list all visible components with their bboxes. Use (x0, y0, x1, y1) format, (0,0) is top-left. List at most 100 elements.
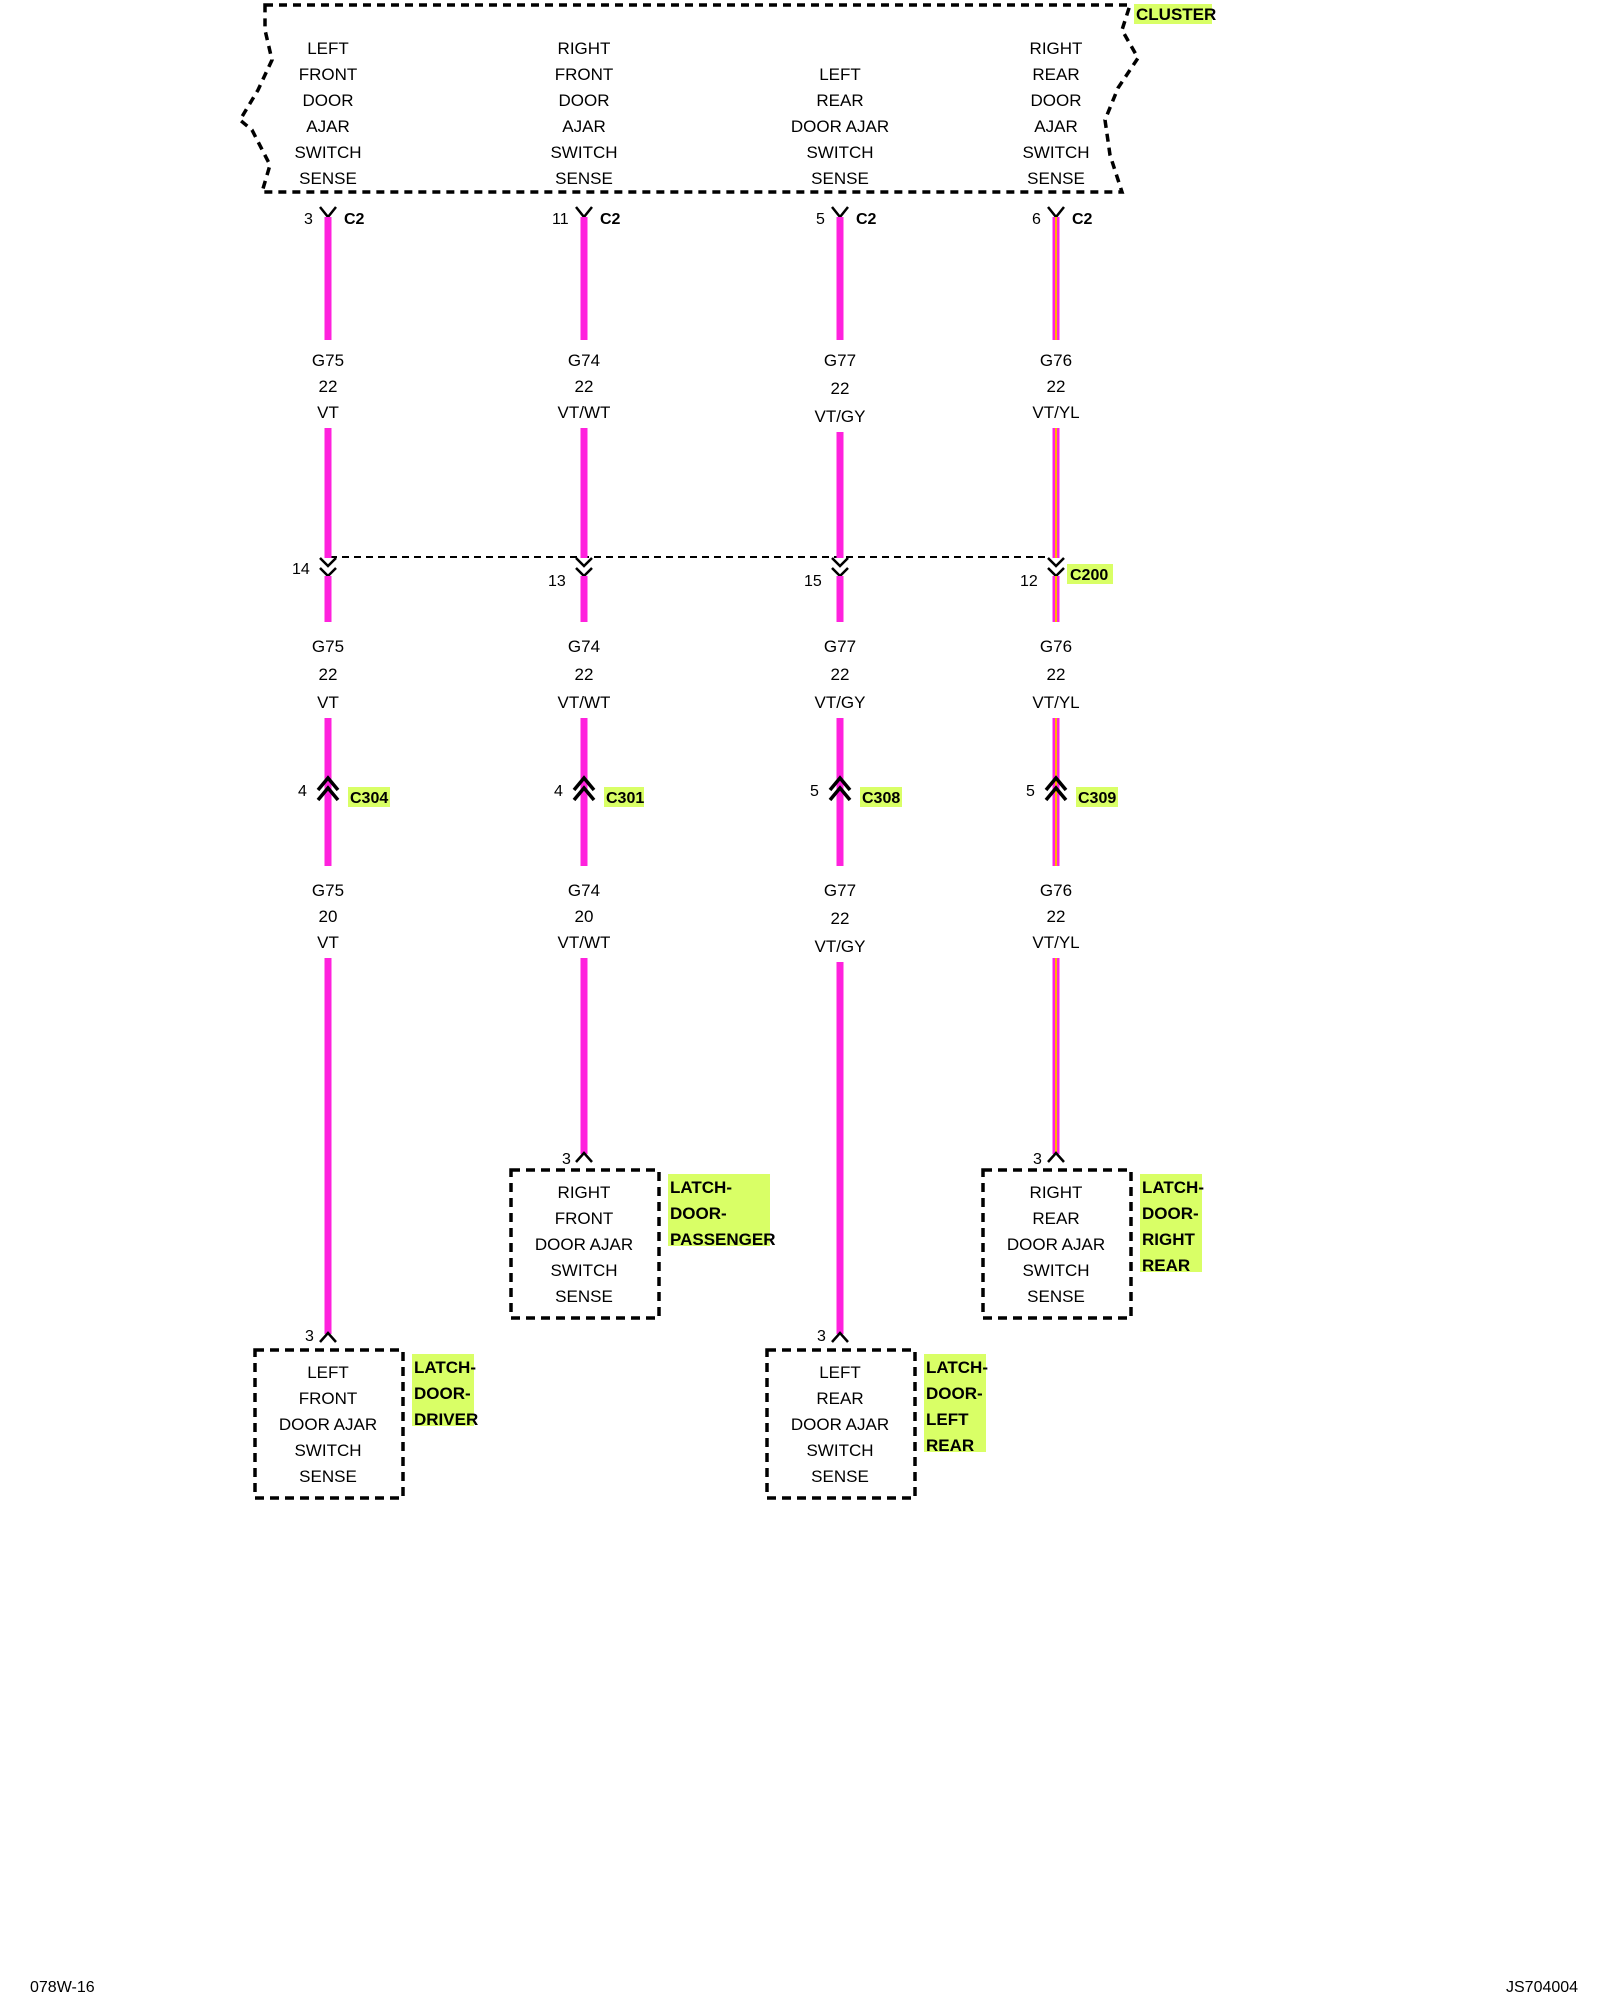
latch-text: SENSE (299, 1467, 357, 1486)
c2-connector-label: C2 (1072, 211, 1093, 228)
c2-connector-label: C2 (856, 211, 877, 228)
wire-color-code: VT/WT (558, 403, 611, 422)
latch-text: REAR (816, 1389, 863, 1408)
c200-pin-number: 15 (804, 573, 822, 590)
cluster-pin-text: REAR (816, 91, 863, 110)
latch-tag: LATCH- (670, 1178, 732, 1197)
wire-gauge: 22 (319, 377, 338, 396)
cluster-outline (237, 3, 1141, 194)
footer-left-code: 078W-16 (30, 1979, 95, 1996)
c2-connector-symbol (1047, 206, 1065, 220)
c2-connector-label: C2 (344, 211, 365, 228)
latch-text: SENSE (1027, 1287, 1085, 1306)
inline-pin-number: 5 (1026, 783, 1035, 800)
cluster-pin-text: AJAR (562, 117, 605, 136)
cluster-pin-text: SENSE (811, 169, 869, 188)
c200-pin-number: 13 (548, 573, 566, 590)
latch-pin-symbol (831, 1331, 849, 1343)
cluster-pin-text: DOOR AJAR (791, 117, 889, 136)
cluster-pin-text: SWITCH (294, 143, 361, 162)
latch-tag: RIGHT (1142, 1230, 1196, 1249)
latch-tag: LEFT (926, 1410, 969, 1429)
latch-tag: LATCH- (1142, 1178, 1204, 1197)
latch-tag: DOOR- (1142, 1204, 1199, 1223)
latch-text: LEFT (307, 1363, 349, 1382)
latch-text: SWITCH (806, 1441, 873, 1460)
wire-gauge: 22 (1047, 665, 1066, 684)
wire-gauge: 22 (575, 665, 594, 684)
latch-tag: REAR (1142, 1256, 1190, 1275)
latch-text: DOOR AJAR (1007, 1235, 1105, 1254)
wire-color-code: VT/WT (558, 693, 611, 712)
cluster-label-highlight (1134, 4, 1212, 24)
wire-circuit-id: G76 (1040, 637, 1072, 656)
cluster-pin-text: AJAR (306, 117, 349, 136)
inline-connector-symbol (572, 775, 596, 802)
latch-text: FRONT (555, 1209, 614, 1228)
wire-circuit-id: G74 (568, 637, 600, 656)
wire-circuit-id: G75 (312, 881, 344, 900)
inline-pin-number: 4 (554, 783, 563, 800)
circuit-column-left-rear: LEFT REAR DOOR AJAR SWITCH SENSE 5 C2 G7… (765, 65, 988, 1500)
latch-text: SWITCH (1022, 1261, 1089, 1280)
circuit-column-right-rear: RIGHT REAR DOOR AJAR SWITCH SENSE 6 C2 G… (981, 39, 1204, 1320)
latch-tag: DOOR- (414, 1384, 471, 1403)
latch-pin-symbol (575, 1151, 593, 1163)
wire-circuit-id: G76 (1040, 351, 1072, 370)
c200-connector-symbol (319, 557, 337, 578)
wire-circuit-id: G75 (312, 351, 344, 370)
latch-pin-number: 3 (305, 1328, 314, 1345)
inline-connector-symbol (828, 775, 852, 802)
c2-pin-number: 11 (552, 211, 569, 228)
latch-tag: LATCH- (926, 1358, 988, 1377)
cluster-pin-text: FRONT (299, 65, 358, 84)
latch-pin-symbol (1047, 1151, 1065, 1163)
latch-text: SENSE (555, 1287, 613, 1306)
latch-text: SWITCH (294, 1441, 361, 1460)
wire-color-code: VT/YL (1032, 933, 1079, 952)
inline-connector-label: C308 (862, 790, 900, 807)
inline-connector-symbol (1044, 775, 1068, 802)
latch-text: DOOR AJAR (535, 1235, 633, 1254)
wire-color-code: VT (317, 933, 339, 952)
latch-text: DOOR AJAR (279, 1415, 377, 1434)
cluster-pin-text: FRONT (555, 65, 614, 84)
circuit-column-right-front: RIGHT FRONT DOOR AJAR SWITCH SENSE 11 C2… (509, 39, 776, 1320)
latch-text: SENSE (811, 1467, 869, 1486)
c2-pin-number: 3 (304, 211, 313, 228)
c200-pin-number: 12 (1020, 573, 1038, 590)
c200-connector-symbol (1047, 557, 1065, 578)
cluster-pin-text: AJAR (1034, 117, 1077, 136)
latch-pin-symbol (319, 1331, 337, 1343)
cluster-pin-text: REAR (1032, 65, 1079, 84)
cluster-pin-text: DOOR (559, 91, 610, 110)
latch-tag: DOOR- (926, 1384, 983, 1403)
latch-tag-highlight (924, 1354, 986, 1452)
cluster-pin-text: DOOR (1031, 91, 1082, 110)
latch-box (509, 1168, 661, 1320)
latch-box (981, 1168, 1133, 1320)
latch-text: FRONT (299, 1389, 358, 1408)
inline-connector-highlight (860, 787, 902, 807)
wire-circuit-id: G77 (824, 881, 856, 900)
c2-connector-label: C2 (600, 211, 621, 228)
footer-right-code: JS704004 (1506, 1979, 1578, 1996)
inline-connector-label: C304 (350, 790, 388, 807)
wire-gauge: 22 (1047, 907, 1066, 926)
latch-text: DOOR AJAR (791, 1415, 889, 1434)
wire-gauge: 22 (831, 909, 850, 928)
latch-tag: LATCH- (414, 1358, 476, 1377)
inline-connector-highlight (604, 787, 644, 807)
wire-gauge: 22 (319, 665, 338, 684)
wire-circuit-id: G74 (568, 351, 600, 370)
wire-circuit-id: G75 (312, 637, 344, 656)
latch-tag-highlight (668, 1174, 770, 1246)
wire-circuit-id: G77 (824, 351, 856, 370)
latch-text: REAR (1032, 1209, 1079, 1228)
wire-gauge: 22 (1047, 377, 1066, 396)
latch-pin-number: 3 (1033, 1151, 1042, 1168)
inline-connector-highlight (1076, 787, 1118, 807)
latch-tag: PASSENGER (670, 1230, 776, 1249)
wire-gauge: 20 (319, 907, 338, 926)
